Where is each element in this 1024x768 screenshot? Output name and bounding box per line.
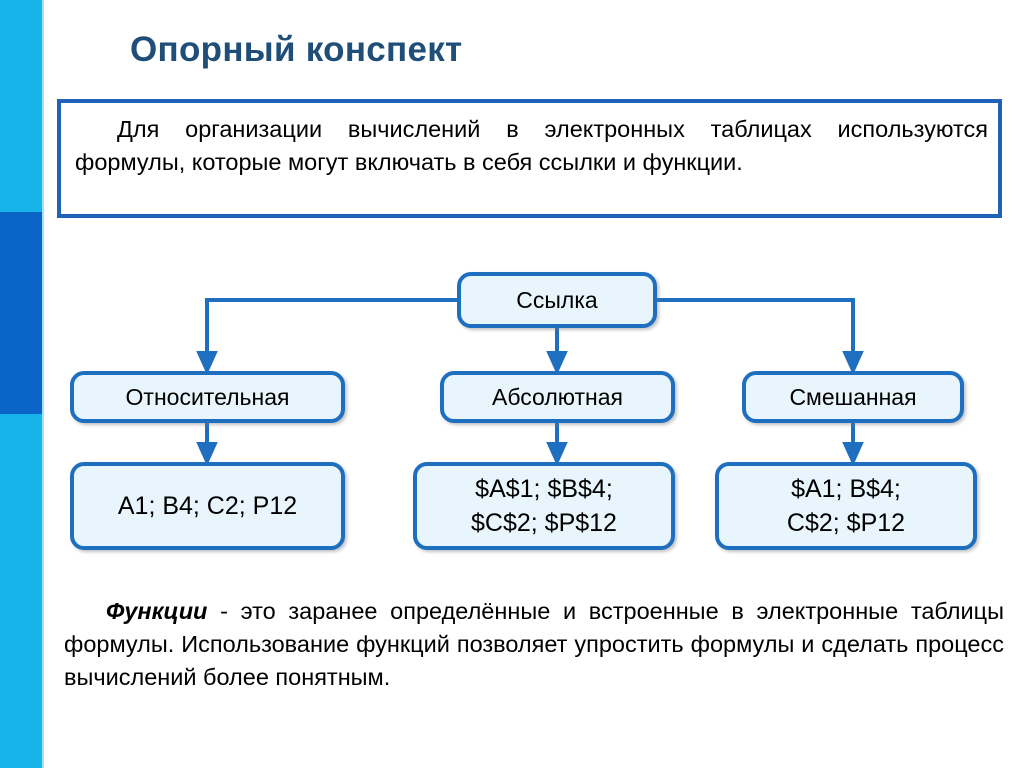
statement-text: Для организации вычислений в электронных… (75, 116, 988, 175)
decorative-sidebar (0, 0, 44, 768)
closing-body: - это заранее определённые и встроенные … (64, 598, 1004, 690)
closing-term: Функции (106, 598, 208, 624)
sidebar-band-light-bottom (0, 414, 44, 768)
sidebar-band-dark (0, 212, 44, 414)
diagram-values-mixed-line2: C$2; $P12 (786, 509, 906, 537)
diagram-node-absolute[interactable]: Абсолютная (440, 371, 675, 423)
diagram-node-reference[interactable]: Ссылка (457, 272, 657, 328)
diagram-values-relative[interactable]: A1; B4; C2; P12 (70, 462, 345, 550)
statement-box: Для организации вычислений в электронных… (57, 99, 1002, 218)
diagram-node-relative[interactable]: Относительная (70, 371, 345, 423)
reference-type-diagram: Ссылка Относительная Абсолютная Смешанна… (0, 255, 1024, 575)
diagram-values-mixed-line1: $A1; B$4; (791, 475, 901, 503)
diagram-values-absolute-line2: $C$2; $P$12 (471, 509, 617, 537)
diagram-node-mixed[interactable]: Смешанная (742, 371, 964, 423)
diagram-values-absolute-line1: $A$1; $B$4; (475, 475, 613, 503)
closing-paragraph: Функции - это заранее определённые и вст… (64, 595, 1004, 694)
diagram-values-absolute[interactable]: $A$1; $B$4; $C$2; $P$12 (413, 462, 675, 550)
diagram-values-mixed[interactable]: $A1; B$4; C$2; $P12 (715, 462, 977, 550)
sidebar-band-light-top (0, 0, 44, 212)
sidebar-edge-highlight (42, 0, 44, 768)
page-title: Опорный конспект (130, 30, 463, 69)
